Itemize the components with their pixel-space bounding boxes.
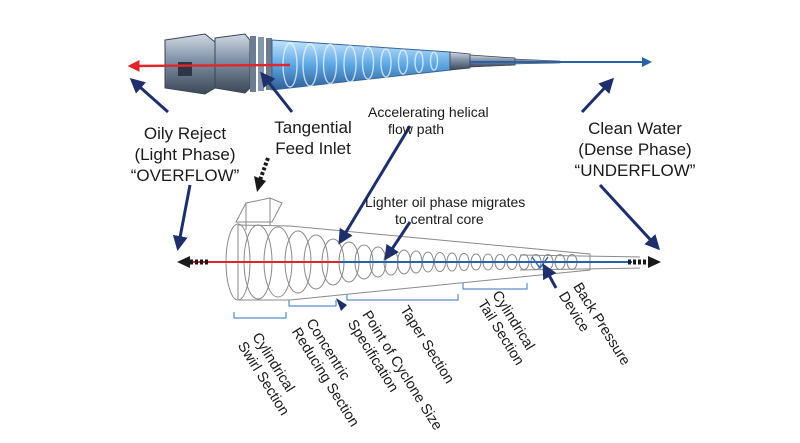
underflow-outlet-arrow-icon <box>628 256 661 268</box>
arrow-helical-path <box>338 125 412 245</box>
bracket-concentric-reducing <box>288 300 337 307</box>
cyclone-size-point-arrow <box>336 298 347 311</box>
arrow-clean-water-bottom <box>598 183 661 251</box>
feed-inlet-arrow-icon <box>254 157 270 192</box>
bracket-taper <box>346 294 459 301</box>
overflow-arrow-top <box>127 59 291 72</box>
arrow-clean-water-top <box>580 77 615 114</box>
bracket-cylindrical-swirl <box>233 312 287 319</box>
lighter-oil-label: Lighter oil phase migrates to central co… <box>365 194 526 227</box>
helical-path-label: Accelerating helical flow path <box>368 104 489 137</box>
clean-water-label: Clean Water (Dense Phase) “UNDERFLOW” <box>574 119 696 180</box>
back-pressure-valve-icon <box>531 256 549 270</box>
bracket-cylindrical-tail <box>462 283 528 290</box>
arrow-oily-reject-bottom <box>172 184 192 251</box>
arrow-tangential-feed <box>260 71 294 113</box>
arrow-back-pressure <box>542 263 558 289</box>
arrow-lighter-oil <box>384 221 412 261</box>
arrow-oily-reject-top <box>129 78 169 114</box>
overflow-outlet-arrow-icon <box>177 256 208 268</box>
tangential-feed-label: Tangential Feed Inlet <box>274 118 352 158</box>
oily-reject-label: Oily Reject (Light Phase) “OVERFLOW” <box>130 124 240 185</box>
hydrocyclone-liner-icon <box>164 33 561 95</box>
pointer-arrows <box>129 71 661 289</box>
section-brackets <box>233 283 528 319</box>
